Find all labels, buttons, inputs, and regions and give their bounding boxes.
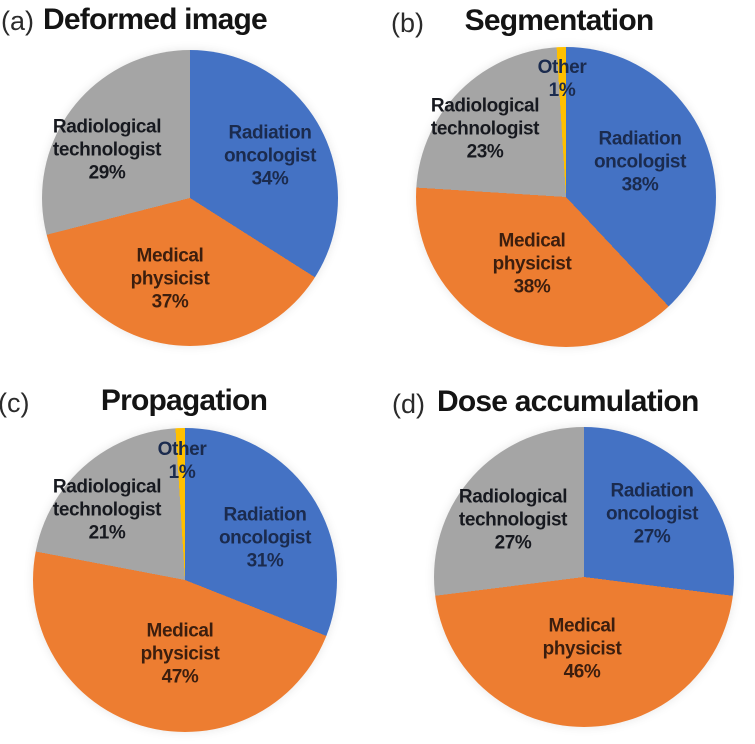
label-line: Radiological xyxy=(458,486,568,508)
pct-value: 37% xyxy=(151,291,189,313)
label-line: oncologist xyxy=(593,151,687,173)
panel-c-title: Propagation xyxy=(100,384,268,417)
label-line: Radiation xyxy=(610,480,694,502)
label-line: physicist xyxy=(542,638,622,660)
pie-chart-segmentation xyxy=(416,47,716,347)
label-line: Medical xyxy=(136,245,204,267)
pie-chart-dose-accumulation xyxy=(434,427,734,727)
label-line: Medical xyxy=(548,615,616,637)
label-line: technologist xyxy=(52,139,162,161)
panel-b-title: Segmentation xyxy=(464,4,655,37)
slice-label-radiation-oncologist: Radiation oncologist 27% xyxy=(606,480,698,549)
label-line: oncologist xyxy=(223,145,317,167)
label-line: Radiological xyxy=(52,116,162,138)
pct-value: 34% xyxy=(251,168,289,190)
label-line: Other xyxy=(537,57,587,78)
pct-value: 47% xyxy=(161,666,199,688)
pct-value: 27% xyxy=(633,526,671,548)
panel-a-title: Deformed image xyxy=(43,3,268,36)
label-line: oncologist xyxy=(605,503,699,525)
slice-label-radiation-oncologist: Radiation oncologist 38% xyxy=(594,128,686,197)
label-line: technologist xyxy=(458,509,568,531)
slice-label-radiological-technologist: Radiological technologist 27% xyxy=(458,486,568,555)
label-line: Radiation xyxy=(598,128,682,150)
label-line: Medical xyxy=(498,230,566,252)
label-line: Radiation xyxy=(223,504,307,526)
panel-b-letter: (b) xyxy=(391,8,424,38)
label-line: Radiological xyxy=(430,95,540,117)
slice-label-other: Other 1% xyxy=(158,438,207,484)
panel-d-title: Dose accumulation xyxy=(437,385,699,418)
label-line: Radiological xyxy=(52,476,162,498)
pct-value: 38% xyxy=(621,174,659,196)
pct-value: 1% xyxy=(168,462,196,483)
label-line: Other xyxy=(157,439,207,460)
pct-value: 38% xyxy=(513,276,551,298)
pct-value: 31% xyxy=(246,550,284,572)
slice-label-other: Other 1% xyxy=(538,56,587,102)
label-line: technologist xyxy=(430,118,540,140)
pct-value: 27% xyxy=(494,532,532,554)
slice-label-radiological-technologist: Radiological technologist 21% xyxy=(52,476,162,545)
label-line: physicist xyxy=(140,643,220,665)
pct-value: 23% xyxy=(466,141,504,163)
pct-value: 21% xyxy=(88,522,126,544)
panel-d-letter: (d) xyxy=(392,389,425,419)
label-line: Radiation xyxy=(228,122,312,144)
label-line: physicist xyxy=(492,253,572,275)
label-line: technologist xyxy=(52,499,162,521)
slice-label-medical-physicist: Medical physicist 38% xyxy=(493,230,572,299)
pct-value: 46% xyxy=(563,661,601,683)
slice-label-medical-physicist: Medical physicist 47% xyxy=(141,620,220,689)
pct-value: 29% xyxy=(88,162,126,184)
panel-a-letter: (a) xyxy=(1,6,34,36)
slice-label-medical-physicist: Medical physicist 46% xyxy=(543,615,622,684)
slice-label-radiological-technologist: Radiological technologist 29% xyxy=(52,116,162,185)
label-line: physicist xyxy=(130,268,210,290)
slice-label-radiological-technologist: Radiological technologist 23% xyxy=(430,95,540,164)
panel-c-letter: (c) xyxy=(0,388,30,418)
pct-value: 1% xyxy=(548,80,576,101)
pie-chart-deformed-image xyxy=(42,50,338,346)
label-line: oncologist xyxy=(218,527,312,549)
slice-label-medical-physicist: Medical physicist 37% xyxy=(131,245,210,314)
label-line: Medical xyxy=(146,620,214,642)
slice-label-radiation-oncologist: Radiation oncologist 34% xyxy=(224,122,316,191)
slice-label-radiation-oncologist: Radiation oncologist 31% xyxy=(219,504,311,573)
pie-chart-propagation xyxy=(33,428,337,732)
